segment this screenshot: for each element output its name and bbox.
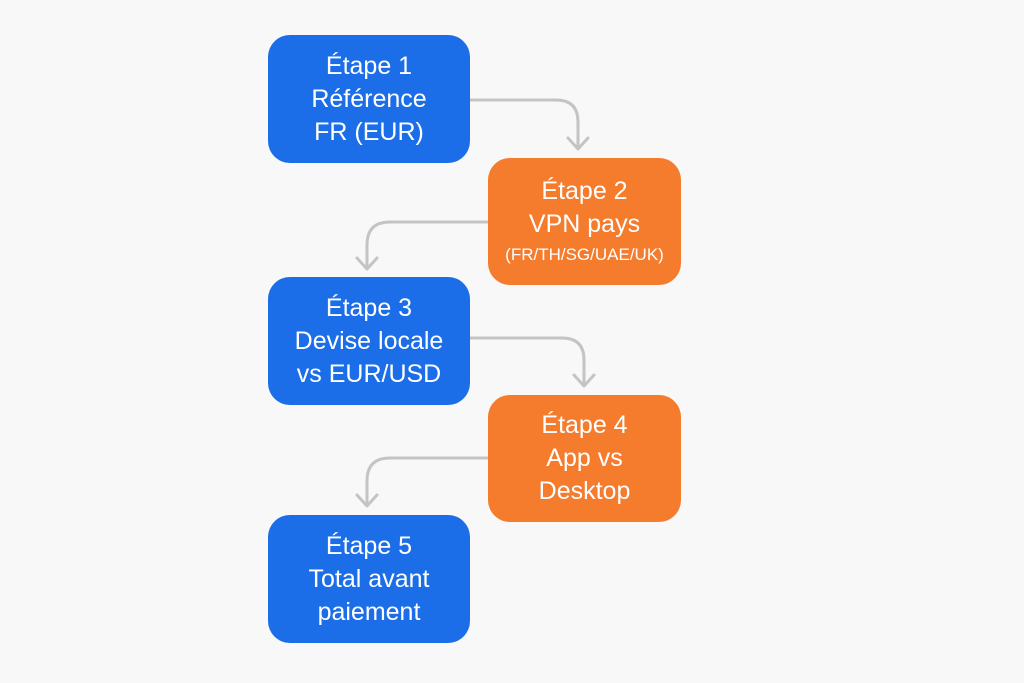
step-line: FR (EUR) — [314, 117, 424, 146]
step-title: Étape 4 — [541, 411, 628, 439]
step-title: Étape 3 — [325, 293, 413, 322]
step-line: Référence — [311, 84, 427, 113]
step-line: paiement — [317, 597, 421, 626]
step-line: vs EUR/USD — [296, 359, 442, 388]
step-line: Desktop — [538, 477, 631, 505]
step-4-box: Étape 4 App vs Desktop — [488, 395, 681, 522]
step-line: (FR/TH/SG/UAE/UK) — [505, 244, 664, 264]
step-3-box: Étape 3 Devise locale vs EUR/USD — [268, 277, 470, 405]
arrow-step1-to-step2 — [468, 98, 590, 151]
step-line: VPN pays — [528, 209, 641, 238]
step-line: App vs — [546, 444, 623, 472]
step-title: Étape 5 — [325, 531, 413, 560]
step-5-box: Étape 5 Total avant paiement — [268, 515, 470, 643]
step-line: Devise locale — [294, 326, 444, 355]
arrow-step3-to-step4 — [468, 336, 596, 388]
step-1-box: Étape 1 Référence FR (EUR) — [268, 35, 470, 163]
step-2-box: Étape 2 VPN pays (FR/TH/SG/UAE/UK) — [488, 158, 681, 285]
step-line: Total avant — [308, 564, 430, 593]
arrow-step2-to-step3 — [355, 220, 490, 271]
step-title: Étape 1 — [325, 51, 413, 80]
step-title: Étape 2 — [541, 176, 628, 205]
arrow-step4-to-step5 — [355, 456, 490, 508]
